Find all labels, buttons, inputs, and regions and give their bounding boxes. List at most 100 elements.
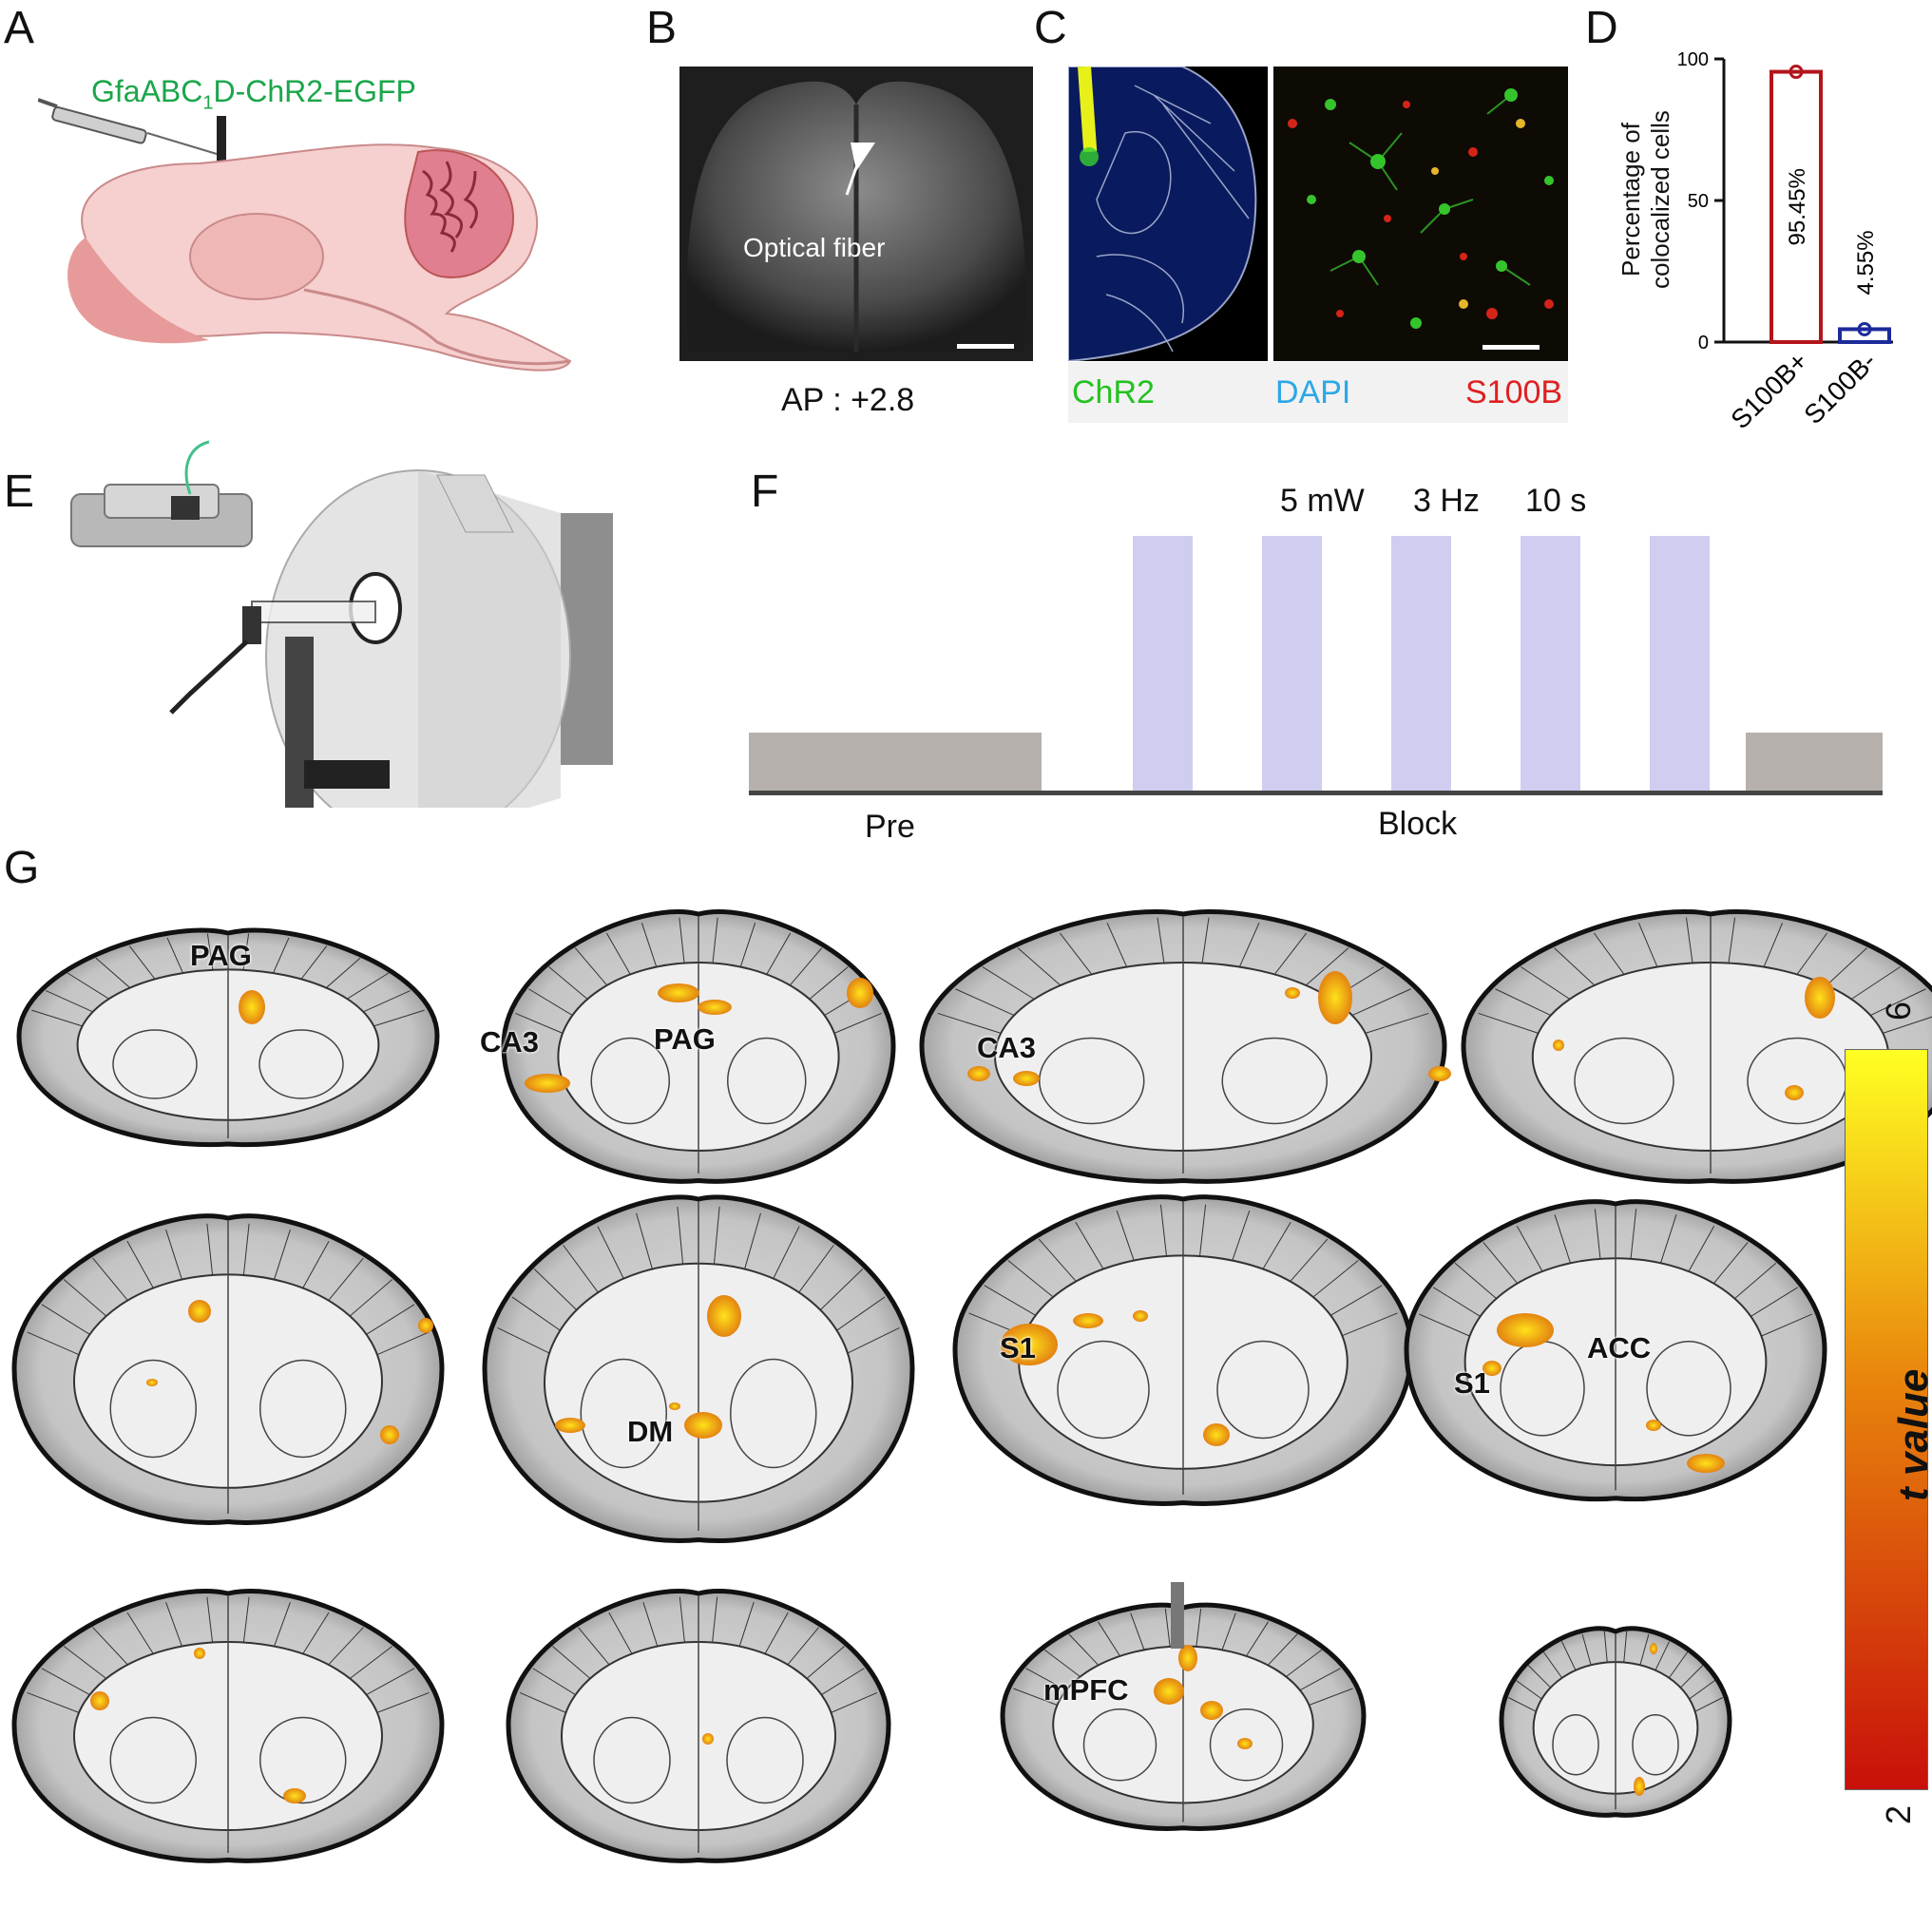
activation-cluster: [188, 1300, 211, 1323]
activation-cluster: [1785, 1085, 1804, 1100]
fiber-track: [1171, 1582, 1184, 1649]
activation-cluster: [1805, 977, 1835, 1019]
optical-fiber-implant-icon: [217, 116, 226, 168]
activation-cluster: [1013, 1071, 1040, 1086]
y-tick-label: 0: [1698, 333, 1709, 353]
y-axis-label-line2: colocalized cells: [1646, 110, 1674, 289]
activation-cluster: [1646, 1420, 1661, 1431]
colocalization-bar-chart: Percentage of colocalized cells 0 50 100 9…: [1616, 49, 1893, 434]
panel-letter-g: G: [4, 843, 40, 893]
activation-cluster: [967, 1066, 990, 1081]
sagittal-brain-illustration: [38, 98, 572, 372]
activation-cluster: [1133, 1310, 1148, 1322]
block-label: Block: [1378, 806, 1458, 842]
activation-cluster: [1650, 1643, 1657, 1654]
coronal-slice-6: [482, 1194, 915, 1543]
param-power: 5 mW: [1280, 483, 1365, 519]
panel-letter-c: C: [1034, 3, 1067, 53]
panel-letter-e: E: [4, 467, 35, 517]
histology-atlas-overlay: [1068, 67, 1268, 361]
region-label-ca3-2: CA3: [977, 1031, 1037, 1064]
immunostaining-image: [1273, 67, 1568, 361]
activation-cluster: [684, 1412, 722, 1439]
coronal-slice-4: [1428, 909, 1932, 1184]
activation-cluster: [1237, 1738, 1253, 1749]
fiber-track: [1078, 67, 1098, 153]
stim-block-4: [1521, 536, 1580, 795]
activation-cluster: [669, 1402, 680, 1410]
colorbar-title: t value: [1890, 1368, 1932, 1501]
activation-cluster: [1428, 1066, 1451, 1081]
activation-cluster: [380, 1425, 399, 1444]
mri-scanner-illustration: [70, 440, 613, 808]
colorbar-max: 6: [1879, 1001, 1918, 1021]
activation-cluster: [555, 1418, 585, 1433]
coronal-slice-9: [11, 1589, 445, 1863]
y-tick-label: 50: [1688, 191, 1709, 212]
scale-bar: [957, 344, 1014, 349]
region-label-ca3-1: CA3: [480, 1025, 540, 1059]
activation-cluster: [1001, 1324, 1058, 1365]
activation-cluster: [1318, 971, 1352, 1024]
param-frequency: 3 Hz: [1413, 483, 1480, 519]
coronal-slice-5: [11, 1213, 445, 1525]
channel-label-dapi: DAPI: [1275, 374, 1351, 410]
activation-cluster: [1687, 1454, 1725, 1473]
mri-optical-fiber-image: [679, 67, 1033, 361]
activation-cluster: [1482, 1361, 1502, 1376]
channel-label-chr2: ChR2: [1072, 374, 1155, 410]
stim-block-2: [1262, 536, 1322, 795]
param-duration: 10 s: [1525, 483, 1587, 519]
activation-cluster: [1553, 1040, 1564, 1051]
pre-label: Pre: [865, 809, 915, 845]
activation-cluster: [1497, 1313, 1554, 1347]
activation-cluster: [1200, 1701, 1223, 1720]
y-axis-label-line1: Percentage of: [1616, 122, 1645, 277]
activation-cluster: [847, 978, 873, 1008]
value-label: 95.45%: [1785, 168, 1810, 245]
activation-cluster: [1203, 1423, 1230, 1446]
channel-legend: [1068, 362, 1568, 423]
colorbar-min: 2: [1879, 1804, 1918, 1824]
activation-cluster: [1073, 1313, 1103, 1328]
activation-cluster: [525, 1074, 570, 1093]
pre-baseline-block: [749, 733, 1042, 792]
timeline-axis: [749, 791, 1883, 795]
region-label-pag-1: PAG: [190, 939, 252, 972]
activation-cluster: [702, 1733, 714, 1745]
panel-letter-f: F: [751, 467, 779, 517]
activation-cluster: [90, 1691, 109, 1710]
activation-cluster: [283, 1788, 306, 1803]
y-tick-label: 100: [1677, 49, 1709, 70]
region-label-mpfc: mPFC: [1043, 1673, 1129, 1707]
stim-block-3: [1391, 536, 1451, 795]
construct-label: GfaABC1D-ChR2-EGFP: [91, 74, 416, 114]
coronal-slice-8: [1404, 1199, 1827, 1502]
scale-bar: [1482, 345, 1540, 350]
channel-label-s100b: S100B: [1465, 374, 1563, 410]
stim-block-5: [1650, 536, 1710, 795]
activation-cluster: [194, 1648, 205, 1659]
coronal-slice-7: [952, 1194, 1414, 1506]
activation-cluster: [239, 990, 265, 1024]
stim-block-1: [1133, 536, 1193, 795]
post-baseline-block: [1746, 733, 1883, 792]
region-label-s1-1: S1: [1000, 1331, 1036, 1364]
region-label-dm: DM: [627, 1415, 674, 1448]
animal-cradle-icon: [70, 440, 253, 547]
bar-s100b-: [1769, 69, 1823, 345]
region-label-s1-2: S1: [1454, 1366, 1490, 1400]
activation-cluster: [418, 1318, 433, 1333]
optical-fiber-annotation: Optical fiber: [743, 233, 886, 262]
activation-cluster: [1178, 1645, 1197, 1671]
coronal-slice-10: [506, 1589, 891, 1863]
region-label-acc: ACC: [1587, 1331, 1652, 1364]
activation-cluster: [1285, 987, 1300, 999]
syringe-icon: [38, 98, 218, 155]
coronal-slice-11: [1000, 1602, 1367, 1831]
coronal-slice-12: [1499, 1626, 1732, 1818]
data-point: [1789, 65, 1804, 80]
ap-coordinate-label: AP : +2.8: [781, 382, 915, 418]
activation-cluster: [658, 983, 699, 1002]
